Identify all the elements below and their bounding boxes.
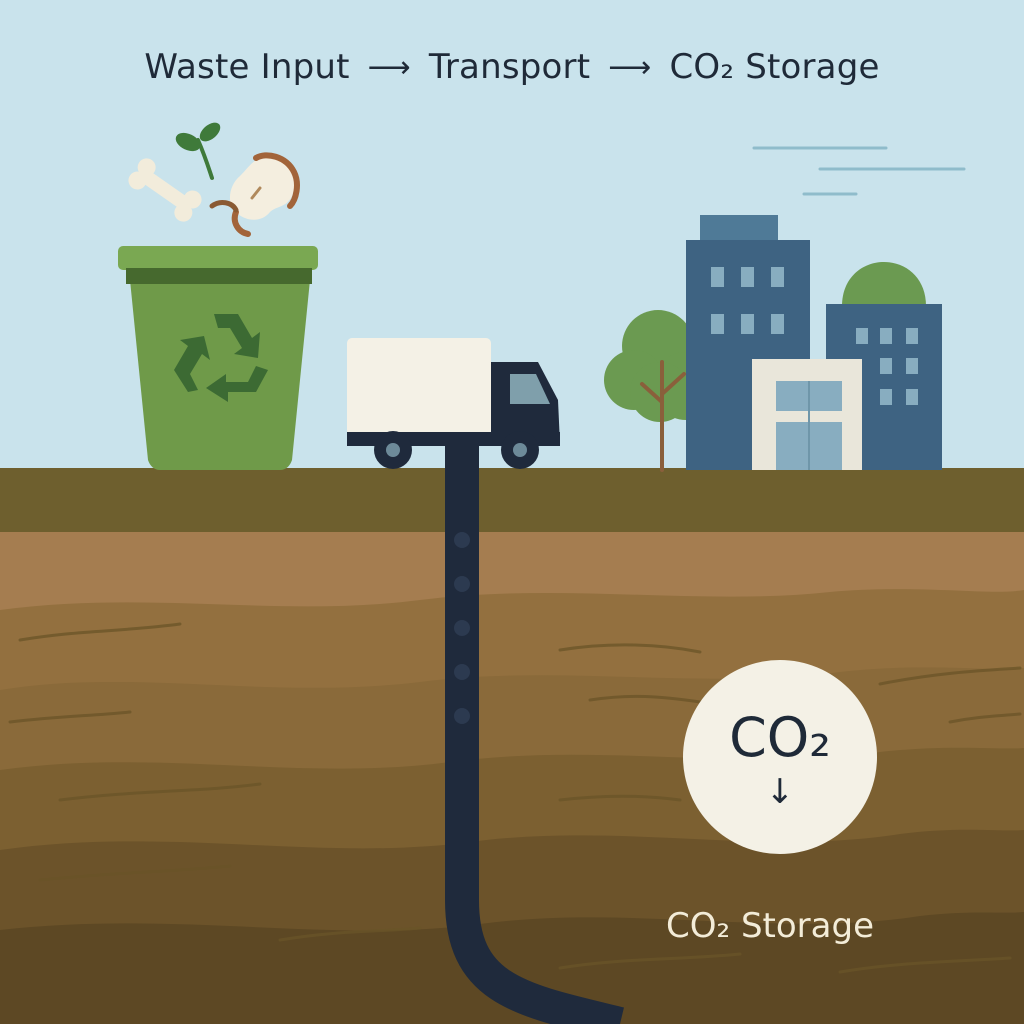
down-arrow-icon: ↓ bbox=[765, 772, 795, 812]
flow-arrow-icon: ⟶ bbox=[367, 49, 411, 85]
wind-lines-icon bbox=[752, 146, 966, 196]
co2-badge: CO₂ ↓ bbox=[683, 660, 877, 854]
co2-storage-label: CO₂ Storage bbox=[666, 906, 874, 946]
food-scraps-icon bbox=[128, 122, 300, 237]
city-buildings-icon bbox=[686, 215, 942, 470]
recycle-symbol-icon bbox=[174, 314, 268, 402]
ground-surface bbox=[0, 468, 1024, 532]
step-transport: Transport bbox=[428, 47, 591, 87]
delivery-truck-icon bbox=[347, 338, 560, 469]
recycle-bin-icon bbox=[118, 246, 318, 470]
process-flow-header: Waste Input ⟶ Transport ⟶ CO₂ Storage bbox=[0, 42, 1024, 92]
step-co2-storage: CO₂ Storage bbox=[669, 47, 880, 87]
flow-arrow-icon: ⟶ bbox=[608, 49, 652, 85]
step-waste-input: Waste Input bbox=[144, 47, 350, 87]
injection-pipe-icon bbox=[445, 440, 624, 1024]
tree-icon bbox=[604, 310, 720, 472]
co2-formula: CO₂ bbox=[729, 706, 831, 769]
